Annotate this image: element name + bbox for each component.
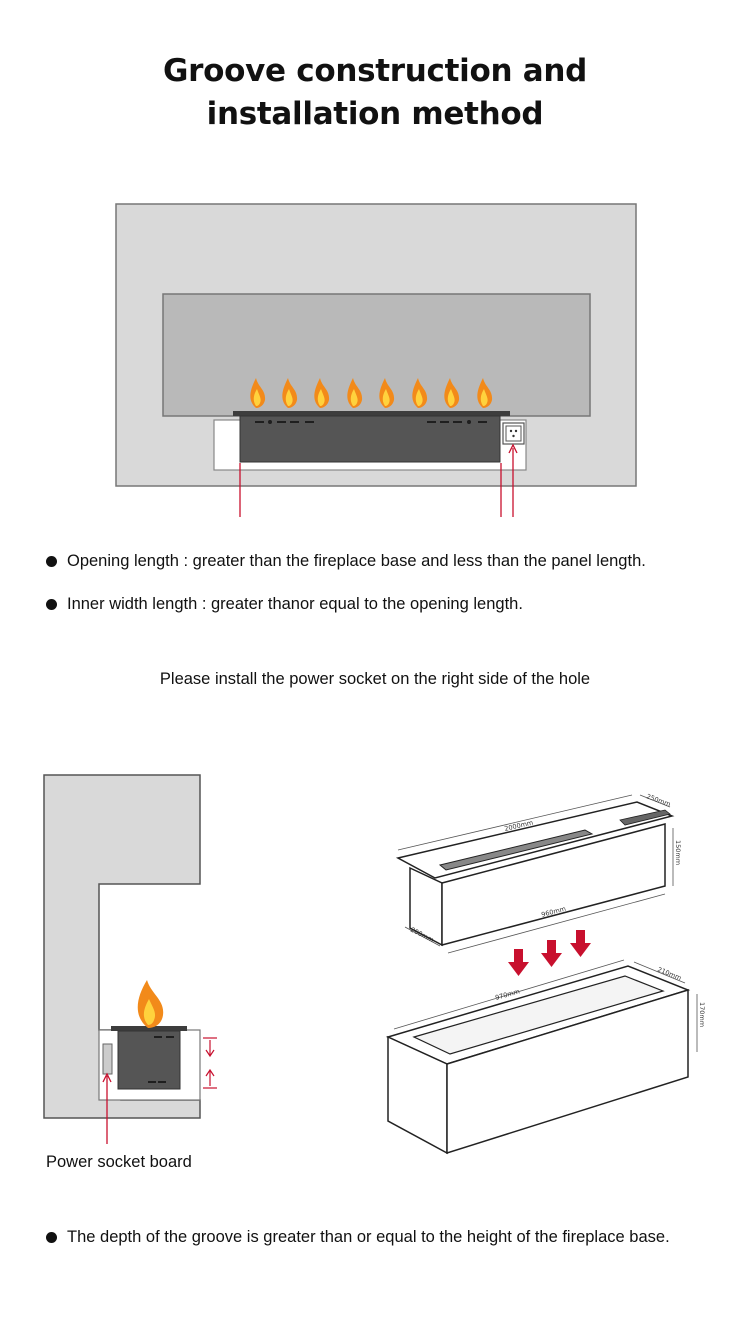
bullet-groove-depth: The depth of the groove is greater than …	[46, 1227, 716, 1248]
install-note: Please install the power socket on the r…	[159, 670, 591, 688]
title-line-2: installation method	[206, 96, 544, 132]
unit-side	[441, 823, 666, 946]
front-view-diagram	[115, 203, 637, 517]
groove-dimension-lines	[393, 959, 698, 1052]
insertion-arrows	[508, 930, 591, 976]
bullet-dot	[46, 1232, 57, 1243]
bullet-text: Inner width length : greater thanor equa…	[67, 595, 523, 613]
unit-dimension-lines	[397, 794, 674, 954]
bullet-dot	[46, 556, 57, 567]
groove-opening	[412, 975, 665, 1055]
isometric-diagram: 2000mm 250mm 150mm 960mm 200mm 970mm 210…	[385, 792, 706, 1155]
title-line-1: Groove construction and	[163, 53, 587, 89]
groove-side	[446, 988, 689, 1155]
bullet-inner-width: Inner width length : greater thanor equa…	[46, 594, 716, 615]
fireplace-top-plate	[233, 411, 510, 416]
power-socket-icon	[502, 422, 525, 445]
indicator-lines	[239, 443, 518, 517]
page-title: Groove construction and installation met…	[0, 50, 750, 136]
dim-top-depth: 250mm	[645, 792, 671, 808]
socket-pointer	[102, 1072, 112, 1144]
bullet-opening-length: Opening length : greater than the firepl…	[46, 551, 716, 572]
bullet-text: The depth of the groove is greater than …	[67, 1228, 670, 1246]
side-section-diagram	[43, 774, 217, 1144]
bullet-text: Opening length : greater than the firepl…	[67, 552, 646, 570]
unit-control-panel	[619, 809, 671, 826]
control-slots-left	[255, 420, 314, 424]
base-slots	[148, 1036, 174, 1083]
fireplace-base	[239, 415, 501, 463]
unit-slot	[438, 829, 594, 871]
control-slots-right	[427, 420, 487, 424]
dim-groove-height: 170mm	[698, 1002, 706, 1027]
bullet-dot	[46, 599, 57, 610]
power-socket-board-label: Power socket board	[46, 1153, 192, 1171]
dim-height: 150mm	[674, 840, 682, 865]
fireplace-base	[117, 1030, 181, 1090]
glass-window	[162, 293, 591, 417]
fireplace-top-plate	[111, 1026, 187, 1031]
flame-icon	[137, 980, 164, 1028]
flame-icons	[250, 378, 493, 408]
socket-board	[102, 1043, 113, 1075]
depth-arrows	[203, 1037, 217, 1089]
